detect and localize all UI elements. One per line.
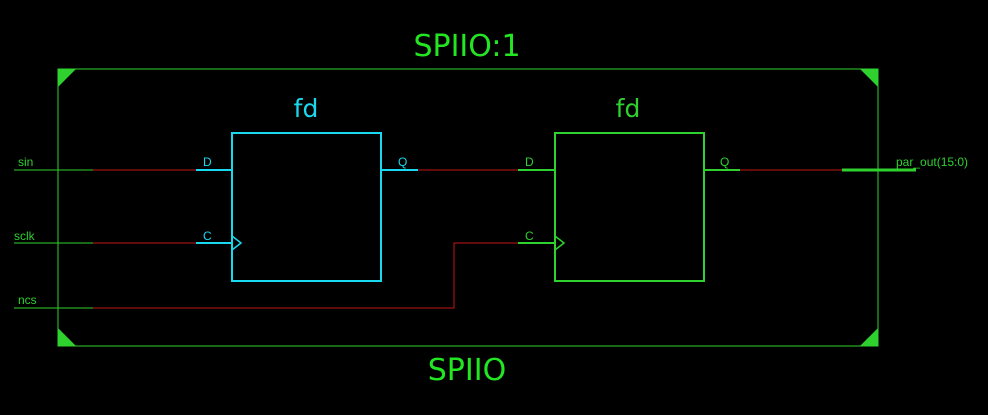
port-sin[interactable]: sin	[14, 155, 93, 171]
cell-fd-1[interactable]: fd D C Q	[196, 94, 418, 282]
cell-fd-1-type: fd	[294, 94, 319, 123]
cell-fd-2-clock-marker	[554, 235, 566, 251]
cell-fd-1-clock-marker	[231, 235, 243, 251]
nets	[93, 169, 842, 309]
port-label-par-out: par_out(15:0)	[896, 155, 968, 169]
port-label-sin: sin	[18, 155, 33, 169]
port-label-sclk: sclk	[14, 229, 36, 243]
cell-fd-2-label-d: D	[525, 155, 534, 169]
frame-corner-top-left	[58, 69, 76, 87]
cell-fd-2-body[interactable]	[554, 132, 705, 282]
module-type-title: SPIIO	[428, 353, 506, 388]
port-sclk[interactable]: sclk	[14, 229, 93, 244]
cell-fd-1-body[interactable]	[231, 132, 382, 282]
cell-fd-1-label-q: Q	[398, 155, 407, 169]
module-instance-title: SPIIO:1	[413, 29, 520, 64]
port-ncs[interactable]: ncs	[14, 293, 93, 309]
frame-corner-bottom-left	[58, 328, 76, 346]
frame-corner-top-right	[860, 69, 878, 87]
port-par-out[interactable]: par_out(15:0)	[842, 155, 968, 172]
cell-fd-2-label-q: Q	[720, 155, 729, 169]
port-label-ncs: ncs	[18, 293, 37, 307]
module-frame-border[interactable]	[57, 68, 879, 347]
module-frame[interactable]	[57, 68, 879, 347]
net-ncs[interactable]	[93, 242, 518, 309]
cell-fd-2-type: fd	[616, 94, 641, 123]
cell-fd-2[interactable]: fd D C Q	[518, 94, 740, 282]
cell-fd-2-label-c: C	[525, 229, 534, 243]
cell-fd-1-label-c: C	[203, 229, 212, 243]
cell-fd-1-label-d: D	[203, 155, 212, 169]
frame-corner-bottom-right	[860, 328, 878, 346]
